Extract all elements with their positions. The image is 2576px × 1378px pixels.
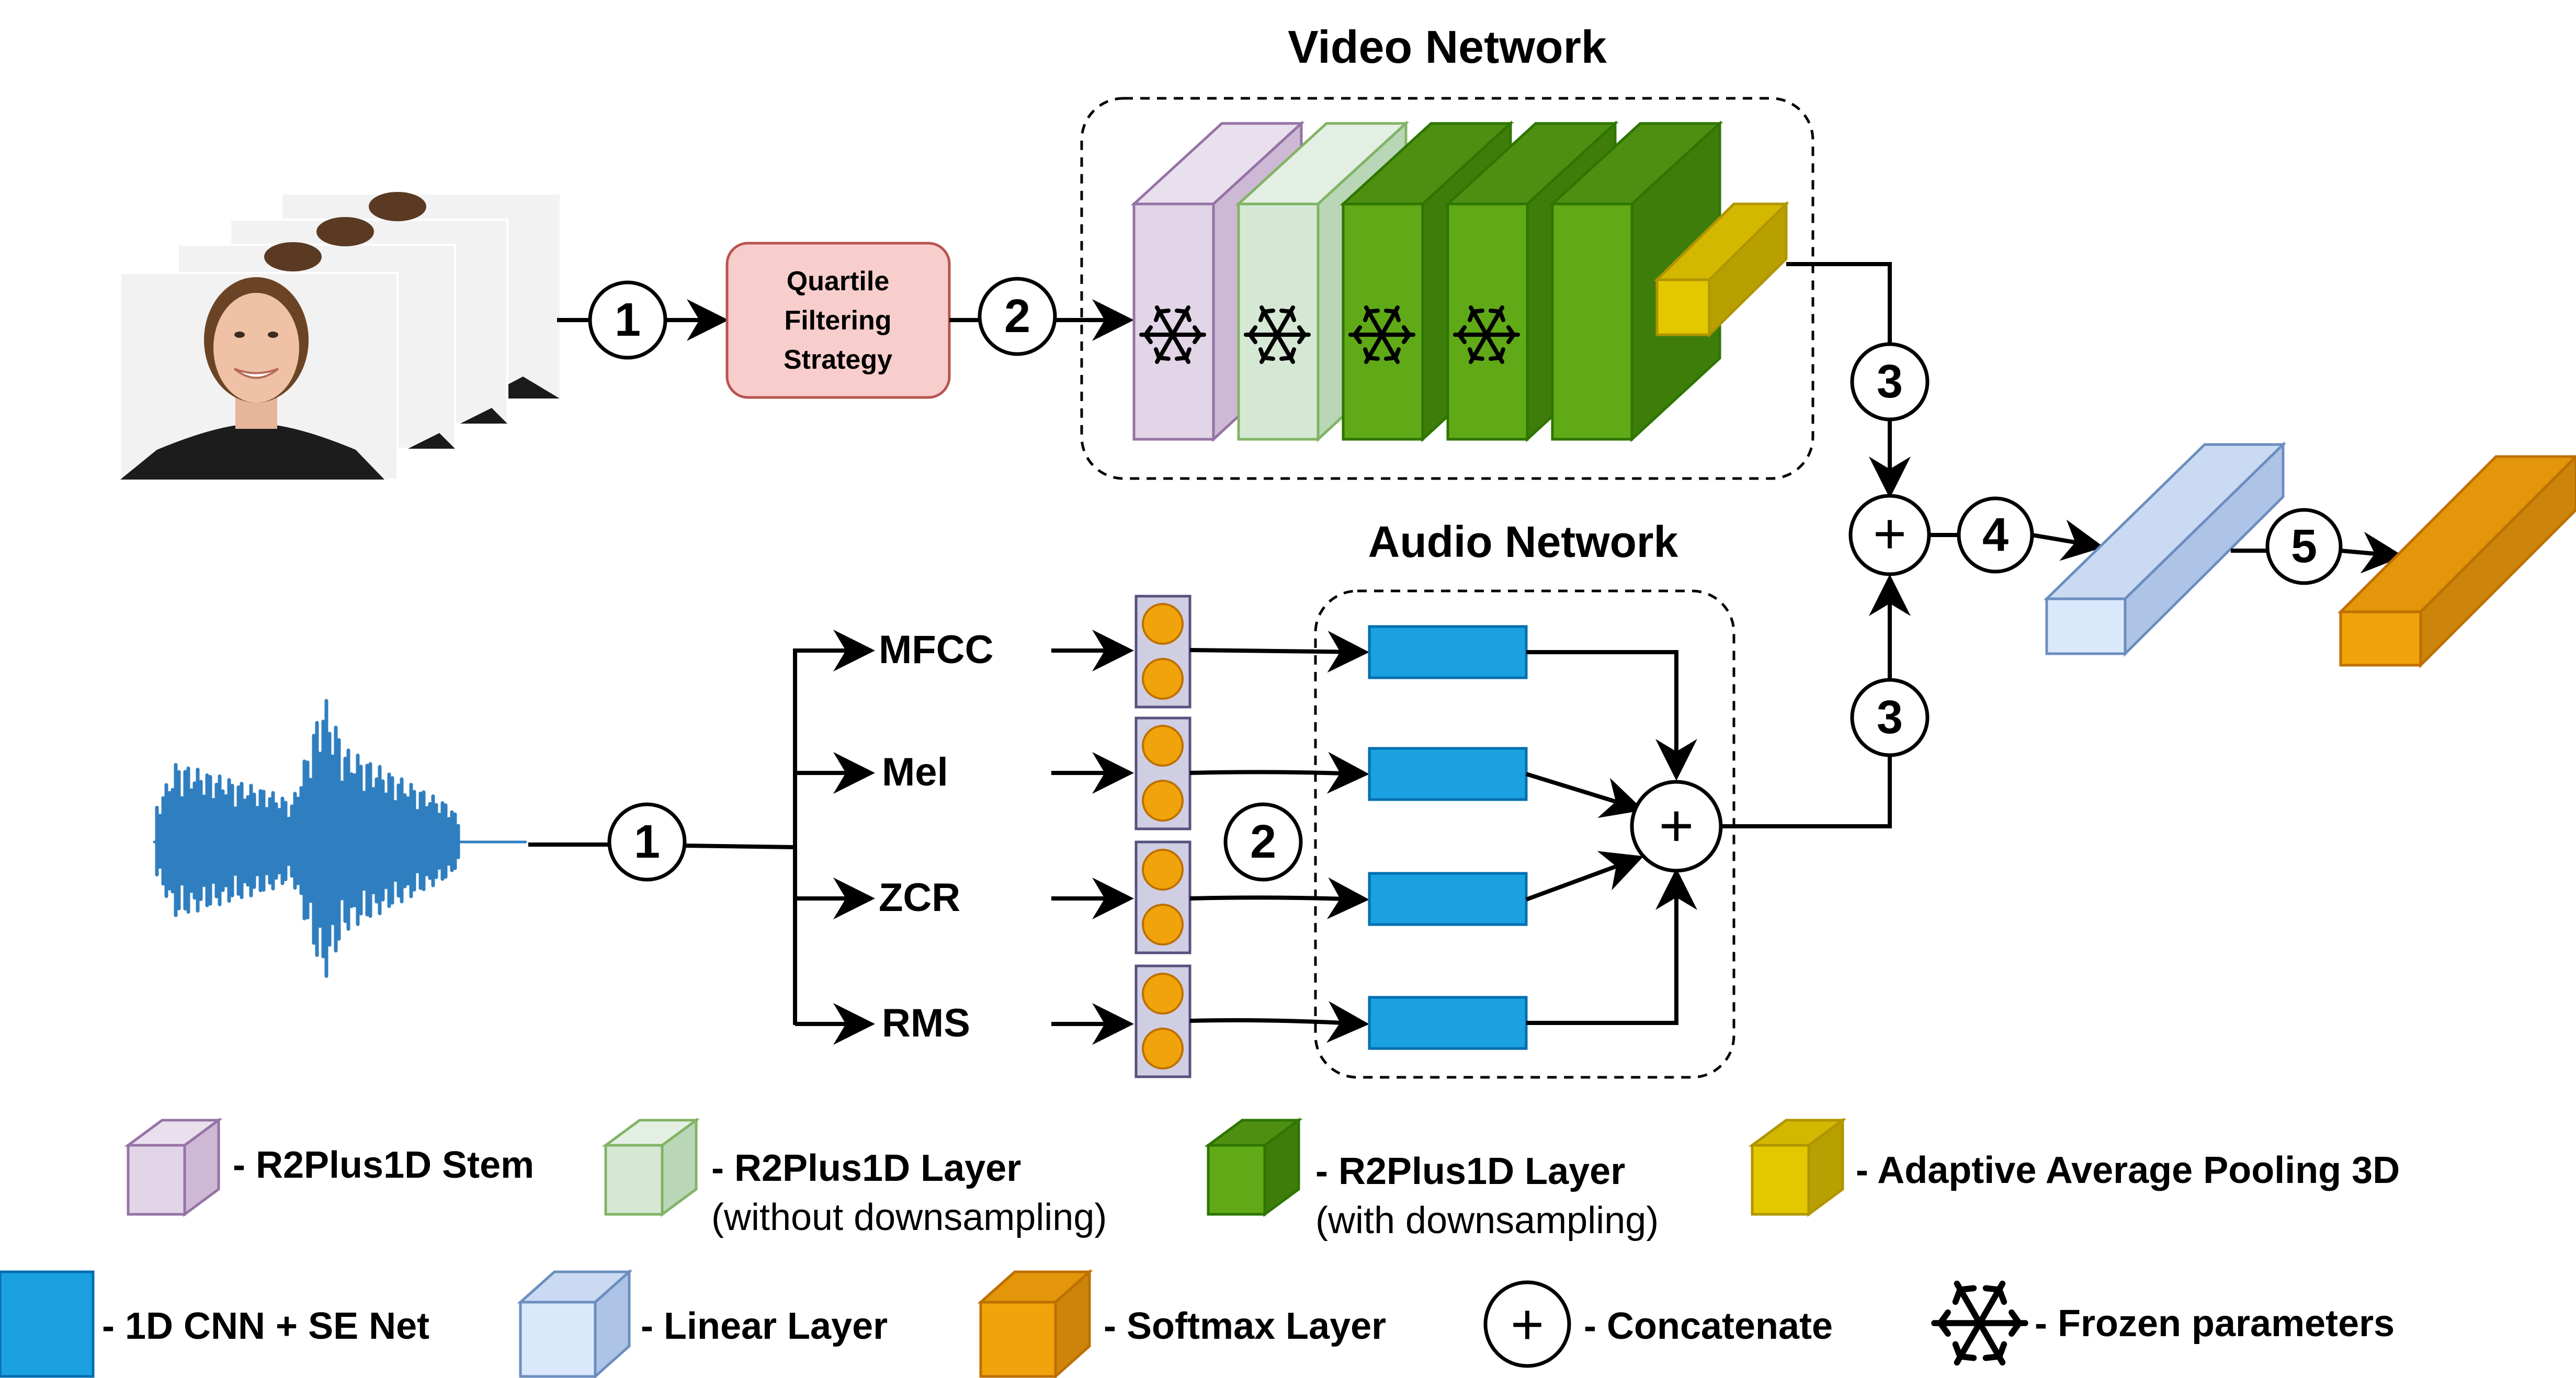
feature-vector-mel (1134, 716, 1191, 830)
concat-node-audio: + (1630, 780, 1723, 873)
cnn-block-mfcc (1368, 625, 1528, 679)
adaptive-avg-pooling-block (1653, 201, 1790, 338)
feature-vector-mfcc (1134, 595, 1191, 709)
concat-node-main: + (1848, 494, 1931, 576)
face-image (120, 277, 384, 480)
legend-linear-label: - Linear Layer (641, 1305, 888, 1347)
legend-pool-label: - Adaptive Average Pooling 3D (1856, 1149, 2400, 1191)
step-label: 2 (1004, 290, 1030, 343)
audio-network-title: Audio Network (1368, 517, 1678, 566)
cnn-block-zcr (1368, 872, 1528, 926)
legend-cnn-swatch (0, 1270, 95, 1378)
step-circle-audio-1: 1 (607, 802, 687, 882)
step-label: 2 (1250, 816, 1276, 868)
linear-layer-block (2043, 441, 2287, 657)
step-circle-fuse-4: 4 (1957, 496, 2034, 574)
audio-network-box (1314, 589, 1735, 1079)
filter-label-line-2: Filtering (784, 305, 891, 336)
legend-softmax-label: - Softmax Layer (1104, 1305, 1386, 1347)
cnn-block-mel (1368, 747, 1528, 801)
legend-cnn-label: - 1D CNN + SE Net (102, 1305, 429, 1347)
feature-vector-zcr (1134, 840, 1191, 954)
legend-layer-ds-swatch (1204, 1118, 1303, 1217)
step-circle-video-2: 2 (978, 277, 1057, 356)
step-label: 3 (1877, 691, 1903, 744)
feature-vector-rms (1134, 964, 1191, 1078)
step-circle-audio-3: 3 (1850, 678, 1930, 757)
feature-label-zcr: ZCR (879, 875, 960, 920)
filter-label-line-1: Quartile (787, 266, 890, 297)
feature-label-mfcc: MFCC (879, 628, 994, 672)
legend-layer-no-ds-sublabel: (without downsampling) (711, 1197, 1107, 1238)
legend-stem-swatch (124, 1118, 223, 1217)
legend-layer-ds-sublabel: (with downsampling) (1315, 1200, 1659, 1242)
legend-linear-swatch (517, 1269, 633, 1378)
video-frames (119, 192, 560, 481)
legend-pool-swatch (1748, 1118, 1847, 1217)
video-network-title: Video Network (1288, 21, 1607, 73)
audio-waveform (153, 699, 527, 978)
legend-softmax-swatch (977, 1269, 1093, 1378)
step-circle-video-1: 1 (588, 280, 667, 360)
legend-concat-label: - Concatenate (1584, 1305, 1833, 1347)
feature-label-rms: RMS (882, 1001, 970, 1045)
step-circle-fuse-5: 5 (2265, 508, 2343, 585)
softmax-layer-block (2337, 454, 2576, 669)
step-label: 3 (1877, 356, 1903, 408)
snowflake-icon (1934, 1284, 2025, 1363)
legend: - R2Plus1D Stem - R2Plus1D Layer (withou… (0, 1118, 2400, 1378)
step-circle-video-3: 3 (1850, 342, 1930, 422)
cnn-block-rms (1368, 996, 1528, 1050)
legend-stem-label: - R2Plus1D Stem (233, 1144, 534, 1186)
feature-label-mel: Mel (882, 750, 948, 794)
concat-symbol: + (1873, 502, 1907, 566)
step-label: 1 (615, 294, 641, 346)
quartile-filtering-box: Quartile Filtering Strategy (725, 242, 951, 399)
video-network-box (1080, 97, 1814, 480)
step-label: 1 (634, 816, 660, 868)
filter-label-line-3: Strategy (784, 345, 892, 375)
concat-symbol: + (1511, 1292, 1544, 1357)
legend-layer-no-ds-label: - R2Plus1D Layer (711, 1147, 1021, 1189)
legend-frozen-label: - Frozen parameters (2035, 1303, 2395, 1345)
legend-layer-no-ds-swatch (602, 1118, 700, 1217)
step-label: 5 (2291, 520, 2317, 573)
legend-layer-ds-label: - R2Plus1D Layer (1315, 1151, 1625, 1192)
concat-symbol: + (1659, 792, 1694, 859)
step-label: 4 (1982, 509, 2008, 561)
step-circle-audio-2: 2 (1223, 802, 1303, 882)
legend-concat-swatch: + (1483, 1280, 1571, 1368)
